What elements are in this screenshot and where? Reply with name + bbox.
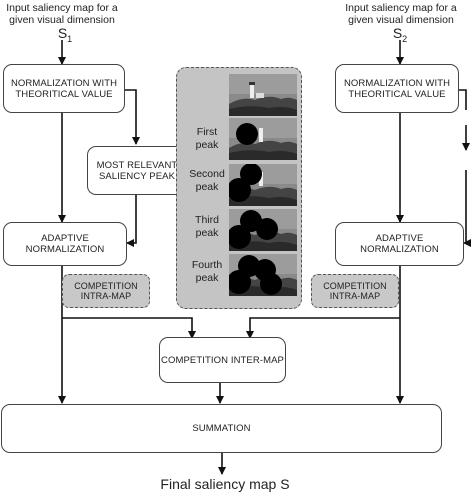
summation-box: SUMMATION	[1, 404, 442, 453]
competition-intra-box-right: COMPETITION INTRA-MAP	[311, 274, 399, 308]
peak-label-1: First peak	[195, 126, 219, 151]
peak-label-3: Third peak	[195, 214, 219, 239]
most-relevant-peak-box: MOST RELEVANT SALIENCY PEAK	[87, 146, 187, 195]
peak-label-2: Second peak	[189, 168, 225, 193]
input-symbol-left-letter: S	[57, 25, 68, 41]
final-saliency-label: Final saliency map S	[160, 476, 290, 492]
input-symbol-left: S1	[50, 25, 80, 44]
normalization-box-right: NORMALIZATION WITH THEORITICAL VALUE	[335, 64, 459, 113]
input-symbol-right-letter: S	[392, 25, 403, 41]
input-caption-right: Input saliency map for a given visual di…	[345, 2, 457, 26]
first-peak-image	[229, 118, 297, 160]
input-symbol-right-index: 2	[402, 33, 408, 44]
peak-label-4: Fourth peak	[191, 259, 223, 284]
adaptive-normalization-box-left: ADAPTIVE NORMALIZATION	[3, 222, 127, 266]
peaks-panel: First peak Second peak Third peak Fourth…	[176, 67, 302, 309]
normalization-box-left: NORMALIZATION WITH THEORITICAL VALUE	[3, 64, 125, 113]
second-peak-image	[229, 164, 297, 206]
lighthouse-image	[229, 74, 297, 116]
third-peak-image	[229, 209, 297, 251]
input-symbol-right: S2	[385, 25, 415, 44]
input-caption-left: Input saliency map for a given visual di…	[6, 2, 118, 26]
competition-intra-box-left: COMPETITION INTRA-MAP	[62, 274, 150, 308]
fourth-peak-image	[229, 254, 297, 296]
adaptive-normalization-box-right: ADAPTIVE NORMALIZATION	[335, 222, 464, 266]
input-symbol-left-index: 1	[67, 33, 73, 44]
competition-inter-box: COMPETITION INTER-MAP	[159, 337, 286, 383]
